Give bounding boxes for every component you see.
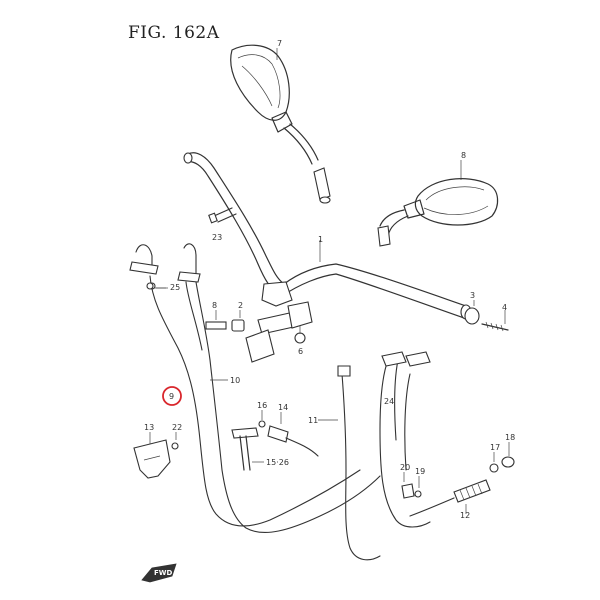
- callout-20: 20: [400, 463, 410, 472]
- clamp-assembly: [245, 301, 313, 363]
- callout-9: 9: [169, 392, 174, 401]
- callout-17: 17: [490, 443, 500, 452]
- callout-10: 10: [230, 376, 240, 385]
- callout-23: 23: [212, 233, 222, 242]
- callout-3: 3: [470, 291, 475, 300]
- switch-cable-12: [409, 442, 515, 517]
- callout-2: 2: [238, 301, 243, 310]
- callout-11: 11: [308, 416, 318, 425]
- mirror-right: [377, 160, 499, 247]
- fwd-arrow-label: FWD: [154, 569, 173, 577]
- callout-6: 6: [298, 347, 303, 356]
- callout-16: 16: [257, 401, 267, 410]
- callout-12: 12: [460, 511, 470, 520]
- callout-18: 18: [505, 433, 515, 442]
- bolt-23: [208, 207, 237, 224]
- callout-15-26: 15·26: [266, 458, 289, 467]
- bar-end-weight: [464, 300, 509, 332]
- figure-title: FIG. 162A: [128, 23, 220, 43]
- brake-cables: [318, 351, 431, 561]
- bolt-8: [205, 310, 245, 332]
- bolt-25: [146, 282, 166, 290]
- callout-4: 4: [502, 303, 507, 312]
- fwd-arrow: FWD: [141, 563, 177, 583]
- handlebar: [183, 152, 472, 320]
- callout-8: 8: [212, 301, 217, 310]
- mirror-left: [230, 44, 331, 204]
- callout-8b: 8: [461, 151, 466, 160]
- callout-13: 13: [144, 423, 154, 432]
- callout-22: 22: [172, 423, 182, 432]
- callout-24: 24: [384, 397, 394, 406]
- switch-19-20: [401, 472, 422, 499]
- cable-guide-14: [231, 410, 319, 471]
- callout-7: 7: [277, 39, 282, 48]
- callout-1: 1: [318, 235, 323, 244]
- highlight-ring: [162, 386, 182, 406]
- callout-19: 19: [415, 467, 425, 476]
- callout-25: 25: [170, 283, 180, 292]
- bracket-13: [133, 432, 179, 479]
- callout-14: 14: [278, 403, 288, 412]
- throttle-cables: [129, 243, 381, 533]
